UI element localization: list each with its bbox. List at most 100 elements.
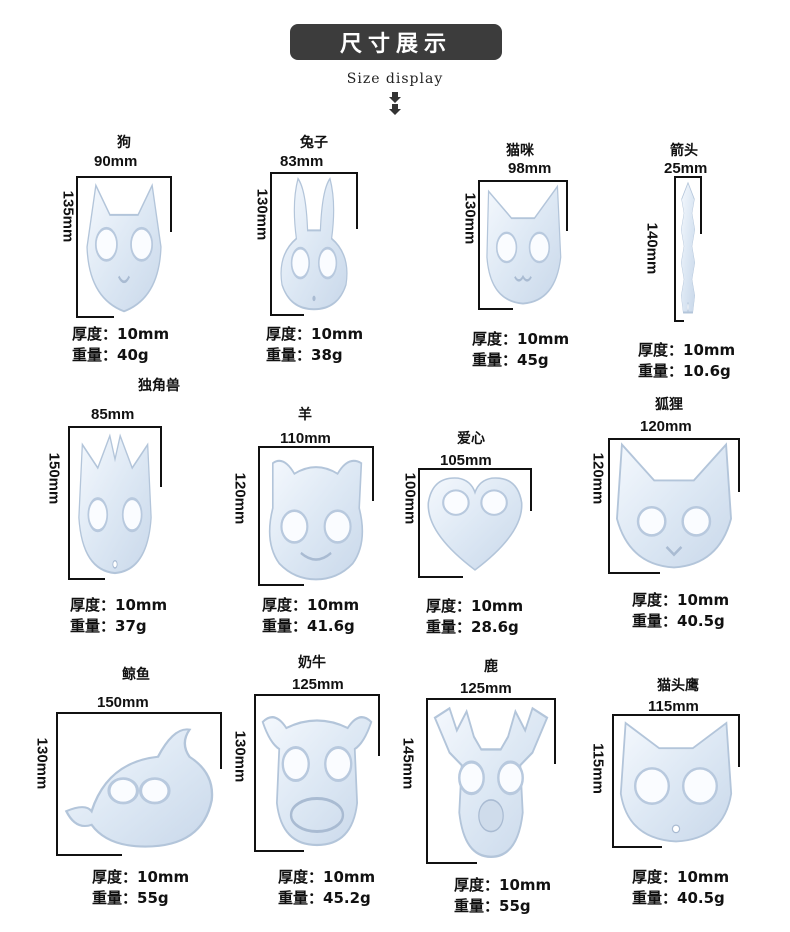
height-dimension-line xyxy=(76,176,78,316)
width-label: 98mm xyxy=(508,160,552,177)
mold-name: 箭头 xyxy=(670,143,698,159)
width-end-tick xyxy=(270,314,304,316)
width-dimension-line xyxy=(478,180,566,182)
width-dimension-line xyxy=(674,176,700,178)
weight-value: 40.5g xyxy=(677,889,725,907)
width-end-tick xyxy=(76,316,114,318)
width-label: 115mm xyxy=(648,698,699,715)
weight-row: 重量：40.5g xyxy=(632,888,729,909)
height-dimension-line xyxy=(56,712,58,854)
spec-block: 厚度：10mm 重量：55g xyxy=(454,875,551,917)
width-label: 150mm xyxy=(97,694,149,711)
weight-value: 10.6g xyxy=(683,362,731,380)
thickness-row: 厚度：10mm xyxy=(266,324,363,345)
spec-block: 厚度：10mm 重量：10.6g xyxy=(638,340,735,382)
width-end-tick xyxy=(68,578,105,580)
height-dimension-line xyxy=(418,468,420,576)
height-label: 120mm xyxy=(589,452,607,505)
height-dimension-line xyxy=(258,446,260,584)
thickness-label: 厚度： xyxy=(262,596,308,614)
width-dimension-line xyxy=(68,426,160,428)
width-end-tick xyxy=(56,854,122,856)
thickness-value: 10mm xyxy=(683,341,736,359)
thickness-row: 厚度：10mm xyxy=(632,590,729,611)
weight-label: 重量： xyxy=(632,889,678,907)
width-label: 85mm xyxy=(91,406,135,423)
thickness-value: 10mm xyxy=(137,868,190,886)
mold-name: 猫咪 xyxy=(506,143,534,159)
unicorn-mold-icon xyxy=(78,433,152,575)
height-label: 100mm xyxy=(401,472,419,525)
spec-block: 厚度：10mm 重量：40.5g xyxy=(632,590,729,632)
height-end-tick xyxy=(372,446,374,501)
mold-name: 鹿 xyxy=(484,659,498,675)
spec-block: 厚度：10mm 重量：45g xyxy=(472,329,569,371)
height-dimension-line xyxy=(270,172,272,314)
weight-value: 45g xyxy=(517,351,549,369)
thickness-value: 10mm xyxy=(311,325,364,343)
thickness-row: 厚度：10mm xyxy=(262,595,359,616)
height-dimension-line xyxy=(68,426,70,578)
thickness-label: 厚度： xyxy=(72,325,118,343)
height-dimension-line xyxy=(254,694,256,850)
height-end-tick xyxy=(160,426,162,487)
spec-block: 厚度：10mm 重量：40.5g xyxy=(632,867,729,909)
height-end-tick xyxy=(170,176,172,232)
thickness-label: 厚度： xyxy=(472,330,518,348)
width-dimension-line xyxy=(76,176,170,178)
weight-value: 40.5g xyxy=(677,612,725,630)
width-end-tick xyxy=(612,846,662,848)
dog-mold-icon xyxy=(86,182,162,313)
spec-block: 厚度：10mm 重量：38g xyxy=(266,324,363,366)
mold-name: 羊 xyxy=(298,407,312,423)
spec-block: 厚度：10mm 重量：28.6g xyxy=(426,596,523,638)
weight-label: 重量： xyxy=(92,889,138,907)
width-label: 83mm xyxy=(280,153,324,170)
thickness-row: 厚度：10mm xyxy=(72,324,169,345)
height-end-tick xyxy=(700,176,702,234)
spec-block: 厚度：10mm 重量：41.6g xyxy=(262,595,359,637)
height-end-tick xyxy=(530,468,532,511)
cow-mold-icon xyxy=(261,716,373,847)
height-end-tick xyxy=(220,712,222,769)
thickness-row: 厚度：10mm xyxy=(638,340,735,361)
section-subtitle: Size display xyxy=(346,71,444,87)
weight-row: 重量：37g xyxy=(70,616,167,637)
weight-row: 重量：45g xyxy=(472,350,569,371)
mold-name: 狗 xyxy=(117,135,131,151)
weight-value: 40g xyxy=(117,346,149,364)
thickness-value: 10mm xyxy=(677,868,730,886)
weight-row: 重量：28.6g xyxy=(426,617,523,638)
spec-block: 厚度：10mm 重量：45.2g xyxy=(278,867,375,909)
height-label: 145mm xyxy=(399,737,417,790)
mold-name: 独角兽 xyxy=(138,378,180,394)
height-label: 140mm xyxy=(643,222,661,275)
width-dimension-line xyxy=(612,714,738,716)
weight-label: 重量： xyxy=(262,617,308,635)
weight-row: 重量：41.6g xyxy=(262,616,359,637)
thickness-label: 厚度： xyxy=(266,325,312,343)
width-dimension-line xyxy=(56,712,220,714)
height-label: 120mm xyxy=(231,472,249,525)
thickness-row: 厚度：10mm xyxy=(70,595,167,616)
weight-label: 重量： xyxy=(454,897,500,915)
spec-block: 厚度：10mm 重量：55g xyxy=(92,867,189,909)
weight-value: 55g xyxy=(499,897,531,915)
thickness-row: 厚度：10mm xyxy=(278,867,375,888)
thickness-label: 厚度： xyxy=(278,868,324,886)
rabbit-mold-icon xyxy=(280,177,348,311)
width-label: 125mm xyxy=(292,676,344,693)
height-label: 130mm xyxy=(253,188,271,241)
weight-row: 重量：40.5g xyxy=(632,611,729,632)
weight-label: 重量： xyxy=(632,612,678,630)
thickness-label: 厚度： xyxy=(426,597,472,615)
thickness-value: 10mm xyxy=(499,876,552,894)
height-dimension-line xyxy=(478,180,480,308)
width-end-tick xyxy=(258,584,304,586)
height-label: 130mm xyxy=(461,192,479,245)
thickness-label: 厚度： xyxy=(70,596,116,614)
mold-name: 鲸鱼 xyxy=(122,667,150,683)
weight-value: 28.6g xyxy=(471,618,519,636)
height-dimension-line xyxy=(674,176,676,320)
height-label: 130mm xyxy=(33,737,51,790)
